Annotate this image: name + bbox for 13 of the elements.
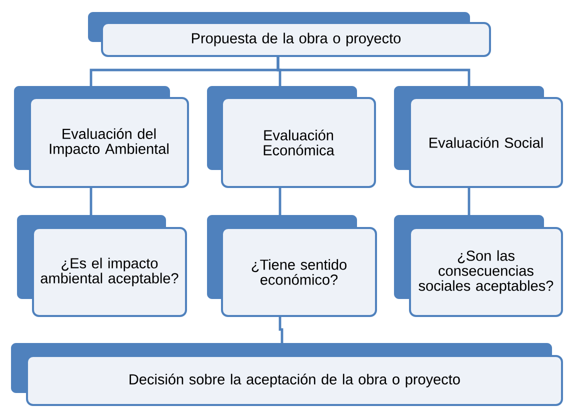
text-box: Decisión sobre la aceptación de la obra o proyecto bbox=[11, 343, 563, 406]
text-box: Evaluación Económica bbox=[207, 86, 376, 188]
text-box: Evaluación del Impacto Ambiental bbox=[14, 86, 189, 188]
text-box: ¿Son las consecuencias sociales aceptables? bbox=[394, 215, 563, 317]
text-box: Evaluación Social bbox=[394, 86, 563, 188]
connector-line bbox=[276, 57, 470, 86]
text-box: ¿Tiene sentido económico? bbox=[207, 215, 377, 317]
text-box: Propuesta de la obra o proyecto bbox=[88, 12, 491, 57]
connector-line bbox=[278, 316, 284, 343]
connector-line bbox=[468, 187, 470, 215]
connector-line bbox=[90, 187, 92, 215]
text-box: ¿Es el impacto ambiental aceptable? bbox=[17, 215, 187, 317]
connector-line bbox=[278, 187, 282, 215]
